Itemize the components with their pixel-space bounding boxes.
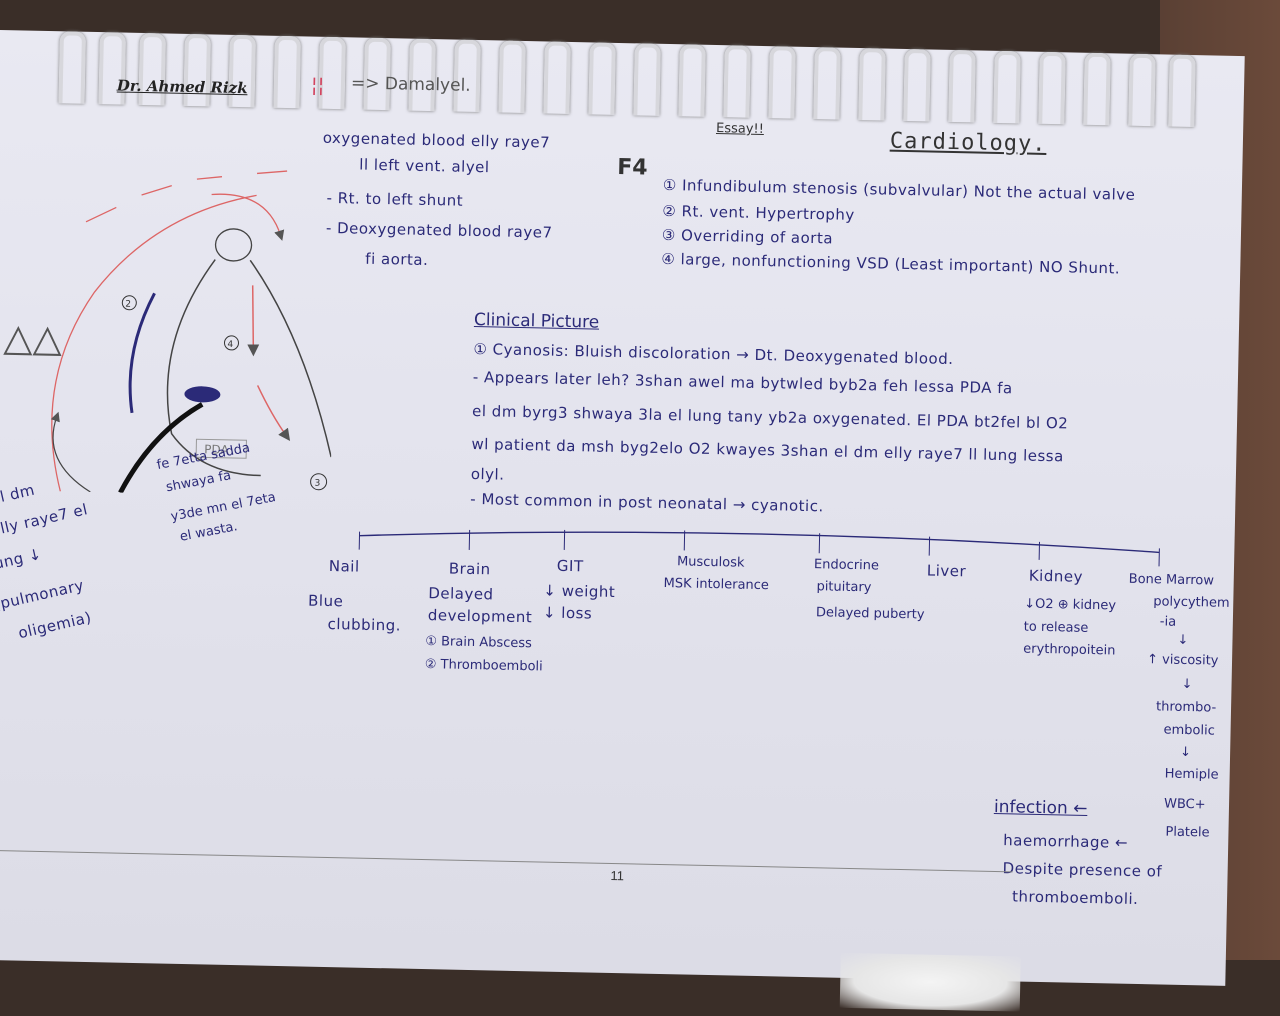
f4-item-2: ② Rt. vent. Hypertrophy [662, 202, 855, 224]
tree-bone-l7: embolic [1163, 723, 1215, 739]
tree-bone-head: Bone Marrow [1129, 572, 1214, 589]
f4-item-4: ④ large, nonfunctioning VSD (Least impor… [661, 250, 1120, 278]
f4-item-3: ③ Overriding of aorta [662, 226, 834, 248]
f4-item-1: ① Infundibulum stenosis (subvalvular) No… [663, 176, 1136, 204]
aorta-top [215, 229, 252, 262]
notebook-page: Dr. Ahmed Rizk ¦¦ => Damalyel. Essay!! C… [0, 30, 1245, 986]
diagram-note-3: - Rt. to left shunt [326, 189, 463, 210]
circle-num-4: 4 [227, 340, 233, 350]
tree-git-head: GIT [557, 557, 584, 576]
red-arrow-low [257, 385, 288, 436]
fabric-fluff [840, 953, 1021, 1012]
tree-msk-head: Musculosk [677, 554, 745, 570]
tree-msk-l1: MSK intolerance [663, 576, 769, 593]
clinical-line-4: wl patient da msh byg2elo O2 kwayes 3sha… [471, 435, 1064, 465]
caption-line-3: y3de mn el 7eta [170, 490, 277, 525]
f4-title: F4 [617, 155, 648, 181]
tree-endo-l1: pituitary [816, 579, 871, 595]
red-arrow-top [211, 194, 282, 236]
circle-num-3: 3 [314, 479, 320, 489]
tree-bone-l1: polycythem [1153, 594, 1230, 611]
tree-bone-l10: WBC+ [1164, 797, 1206, 813]
tree-kidney-head: Kidney [1029, 567, 1084, 586]
tree-bone-l2: -ia [1160, 614, 1177, 629]
heart-outline-right [246, 260, 335, 457]
side-note-4: (pulmonary [0, 576, 86, 614]
page-number: 11 [610, 868, 624, 883]
clinical-line-2: - Appears later leh? 3shan awel ma bytwl… [473, 368, 1013, 397]
side-note-3: lung ↓ [0, 545, 43, 574]
heart-diagram: PDA 2 4 3 [0, 130, 337, 497]
tree-haem-1: haemorrhage ← [1003, 831, 1128, 852]
tree-kidney-l1: ↓O2 ⊕ kidney [1024, 597, 1116, 614]
tree-endo-l2: Delayed puberty [816, 605, 925, 622]
circle-num-2: 2 [125, 300, 131, 310]
tree-bone-l8: ↓ [1180, 745, 1191, 760]
tree-git-l1: ↓ weight [543, 582, 615, 602]
tree-nail-head: Nail [329, 557, 360, 576]
tree-brain-head: Brain [449, 560, 491, 579]
side-note-5: oligemia) [16, 608, 93, 642]
tree-bone-l5: ↓ [1181, 677, 1192, 692]
clinical-line-5: olyl. [471, 465, 505, 484]
triangle-symbols: △△ [3, 315, 62, 360]
tree-bone-l4: ↑ viscosity [1147, 652, 1219, 668]
red-marks: ¦¦ [311, 73, 325, 97]
vsd-blob [184, 386, 220, 403]
tree-nail-l2: clubbing. [327, 615, 401, 635]
caption-line-4: el wasta. [179, 519, 239, 545]
diagram-note-2: ll left vent. alyel [359, 156, 490, 177]
tree-liver-head: Liver [927, 562, 967, 581]
side-note-2: elly raye7 el [0, 500, 89, 539]
tree-bone-l3: ↓ [1177, 633, 1188, 648]
clinical-line-3: el dm byrg3 shwaya 3la el lung tany yb2a… [472, 402, 1069, 432]
subject-title: Cardiology. [890, 129, 1047, 157]
clinical-title: Clinical Picture [474, 310, 600, 333]
clinical-line-6: - Most common in post neonatal → cyanoti… [470, 490, 824, 515]
tree-bone-l9: Hemiple [1165, 767, 1219, 783]
tree-infection: infection ← [994, 797, 1088, 819]
tree-brain-l2: development [428, 606, 533, 626]
pulmonary-artery [130, 293, 155, 413]
author-name: Dr. Ahmed Rizk [117, 76, 248, 97]
tree-brain-l4: ② Thromboemboli [425, 657, 543, 674]
tree-endo-head: Endocrine [814, 557, 879, 573]
clinical-line-1: ① Cyanosis: Bluish discoloration → Dt. D… [473, 340, 953, 368]
tree-brain-l1: Delayed [428, 584, 494, 603]
footer-rule [0, 850, 1013, 873]
tree-brain-l3: ① Brain Abscess [425, 634, 532, 651]
tree-bone-l6: thrombo- [1156, 699, 1216, 715]
tree-bone-l11: Platele [1165, 825, 1209, 841]
diagram-note-5: fi aorta. [365, 250, 428, 269]
header-note: => Damalyel. [351, 73, 471, 96]
diagram-note-1: oxygenated blood elly raye7 [323, 129, 551, 152]
red-arrow-mid [251, 285, 254, 350]
tree-nail-l1: Blue [308, 592, 344, 611]
tree-haem-3: thromboemboli. [1012, 887, 1139, 908]
tree-git-l2: ↓ loss [543, 603, 593, 622]
tree-haem-2: Despite presence of [1002, 859, 1162, 880]
tree-kidney-l3: erythropoitein [1023, 642, 1115, 659]
diagram-note-4: - Deoxygenated blood raye7 [326, 219, 553, 242]
essay-label: Essay!! [716, 121, 764, 137]
tree-kidney-l2: to release [1024, 620, 1089, 636]
